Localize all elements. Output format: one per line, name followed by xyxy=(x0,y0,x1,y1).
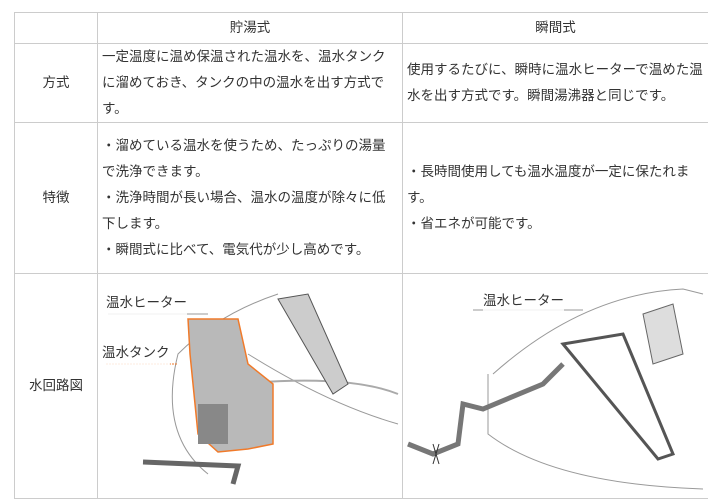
header-instant: 瞬間式 xyxy=(402,12,708,44)
feature-item: ・長時間使用しても温水温度が一定に保たれます。 xyxy=(407,164,690,206)
feature-item: ・洗浄時間が長い場合、温水の温度が除々に低下します。 xyxy=(102,190,386,232)
instant-diagram: 温水ヒーター xyxy=(402,273,708,499)
table-row: 方式 一定温度に温め保温された温水を、温水タンクに溜めておき、タンクの中の温水を… xyxy=(14,43,708,123)
header-storage: 貯湯式 xyxy=(97,12,403,44)
storage-method: 一定温度に温め保温された温水を、温水タンクに溜めておき、タンクの中の温水を出す方… xyxy=(97,43,403,123)
feature-item: ・溜めている温水を使うため、たっぷりの湯量で洗浄できます。 xyxy=(102,138,386,180)
comparison-table: 貯湯式 瞬間式 方式 一定温度に温め保温された温水を、温水タンクに溜めておき、タ… xyxy=(14,12,708,499)
row-label: 方式 xyxy=(14,43,98,123)
feature-item: ・省エネが可能です。 xyxy=(407,216,541,232)
heater-label: 温水ヒーター xyxy=(106,290,187,316)
header-row: 貯湯式 瞬間式 xyxy=(14,12,708,44)
storage-diagram: 温水ヒーター 温水タンク xyxy=(97,273,403,499)
storage-features: ・溜めている温水を使うため、たっぷりの湯量で洗浄できます。 ・洗浄時間が長い場合… xyxy=(97,122,403,274)
instant-features: ・長時間使用しても温水温度が一定に保たれます。 ・省エネが可能です。 xyxy=(402,122,708,274)
instant-circuit-illustration xyxy=(407,288,704,490)
instant-method: 使用するたびに、瞬時に温水ヒーターで温めた温水を出す方式です。瞬間湯沸器と同じで… xyxy=(402,43,708,123)
table-row: 特徴 ・溜めている温水を使うため、たっぷりの湯量で洗浄できます。 ・洗浄時間が長… xyxy=(14,122,708,274)
header-empty xyxy=(14,12,98,44)
heater-label: 温水ヒーター xyxy=(483,288,564,314)
table-row: 水回路図 温水ヒーター 温水タンク xyxy=(14,273,708,499)
tank-label: 温水タンク xyxy=(102,340,170,366)
row-label: 特徴 xyxy=(14,122,98,274)
row-label: 水回路図 xyxy=(14,273,98,499)
feature-item: ・瞬間式に比べて、電気代が少し高めです。 xyxy=(102,242,370,258)
